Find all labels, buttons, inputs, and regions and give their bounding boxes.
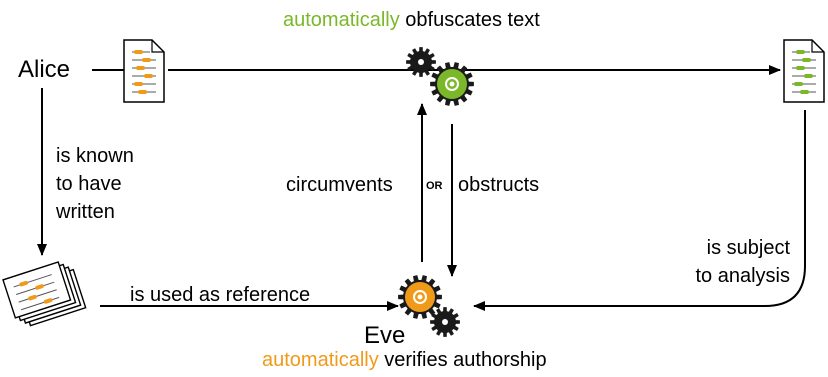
known-label-line2: to have [56,173,122,195]
circumvents-label: circumvents [286,174,393,196]
document-stack-icon [2,261,87,327]
bottom-caption-prefix: automatically [262,349,379,371]
top-caption-prefix: automatically [283,9,400,31]
gear-icon [430,307,460,337]
alice-label: Alice [18,56,71,83]
gear-icon [398,275,442,319]
known-label-line3: written [56,201,115,223]
subject-to-analysis-arrow [473,110,806,311]
bottom-caption: automatically verifies authorship [262,348,547,372]
reference-label: is used as reference [130,284,311,306]
subject-label-line1: is subject [706,237,790,259]
obstructs-label: obstructs [458,174,540,196]
gear-icon [430,62,474,106]
bottom-caption-suffix: verifies authorship [378,349,547,371]
document-icon [123,39,165,103]
known-label-line1: is known [56,145,134,167]
eve-label: Eve [364,322,406,349]
subject-label-line2: to analysis [695,265,791,287]
top-caption: automatically obfuscates text [283,8,540,32]
gear-icon [406,47,436,77]
or-label: OR [426,180,443,192]
top-caption-suffix: obfuscates text [399,9,540,31]
document-icon [783,39,825,103]
